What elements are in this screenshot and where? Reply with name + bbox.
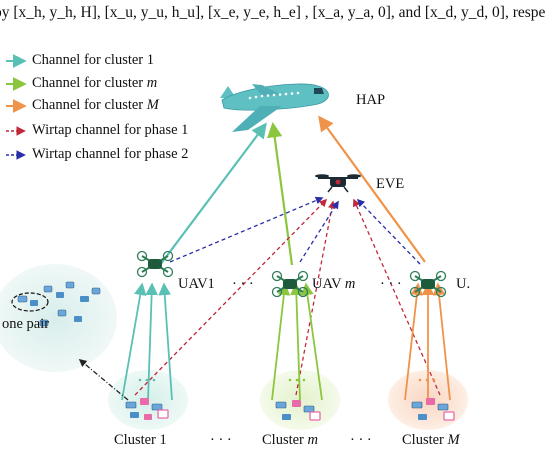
uplink-c1-c [158, 282, 173, 401]
cluster-dots-right: · · · [350, 432, 372, 448]
uplink-cm-a [271, 282, 291, 401]
uav1-label: UAV1 [178, 276, 215, 292]
cluster1-dots [138, 378, 156, 382]
one-pair-zoom-area [0, 264, 117, 372]
user-device-icon [275, 400, 321, 421]
cluster1-label: Cluster 1 [114, 432, 167, 448]
wiretap-p2-uav1 [169, 196, 324, 263]
clusterM-dots [418, 378, 436, 382]
diagram-canvas [0, 54, 468, 430]
eavesdropper-drone-icon [315, 174, 361, 193]
legend-label-cluster1: Channel for cluster 1 [32, 52, 155, 68]
wiretap-p1-clusterM [352, 198, 441, 396]
wiretap-p1-clusterm [295, 200, 336, 396]
uavM-label: U. [456, 276, 471, 292]
clusterm-label: Cluster m [262, 432, 318, 448]
aircraft-icon [220, 83, 329, 132]
one-pair-label: one pair [2, 316, 50, 332]
legend-label-clusterM: Channel for cluster M [32, 97, 159, 113]
legend-label-phase1: Wirtap channel for phase 1 [32, 122, 189, 138]
uavm-label: UAV m [312, 276, 356, 292]
uplink-c1-a [121, 282, 147, 401]
uav-dots-left: · · · [232, 276, 254, 292]
wiretap-p2-uavm [299, 200, 339, 263]
legend-label-clusterm: Channel for cluster m [32, 75, 158, 91]
zoom-pointer-arrow [78, 359, 129, 401]
user-device-icon [411, 398, 455, 421]
legend [6, 54, 27, 160]
user-device-icon [125, 398, 169, 420]
uav-icon [136, 250, 174, 278]
uav-dots-right: · · · [380, 276, 402, 292]
uplink-cm-c [301, 282, 323, 401]
wiretap-p1-cluster1 [134, 198, 328, 396]
channel-uavm-hap [267, 121, 294, 266]
one-pair-highlight [11, 292, 49, 312]
wiretap-p2-uavM [356, 198, 421, 265]
uplink-c1-b [145, 282, 158, 401]
eve-label: EVE [376, 176, 405, 192]
channel-uavM-hap [318, 115, 426, 263]
clusterm-dots [288, 378, 306, 382]
cluster-dots-left: · · · [210, 432, 232, 448]
uplink-cM-a [404, 282, 424, 401]
hap-label: HAP [356, 92, 386, 108]
legend-label-phase2: Wirtap channel for phase 2 [32, 146, 189, 162]
system-model-figure: by [x_h, y_h, H], [x_u, y_u, h_u], [x_e,… [0, 4, 545, 448]
user-device-icon [17, 281, 101, 327]
uav-icon [409, 270, 447, 298]
channel-uav1-hap [159, 122, 267, 266]
caption-text: by [x_h, y_h, H], [x_u, y_u, h_u], [x_e,… [0, 4, 545, 21]
uav-icon [271, 270, 309, 298]
uplink-cm-b [290, 282, 303, 401]
uplink-cM-c [432, 282, 451, 401]
clusterM-label: Cluster M [402, 432, 460, 448]
